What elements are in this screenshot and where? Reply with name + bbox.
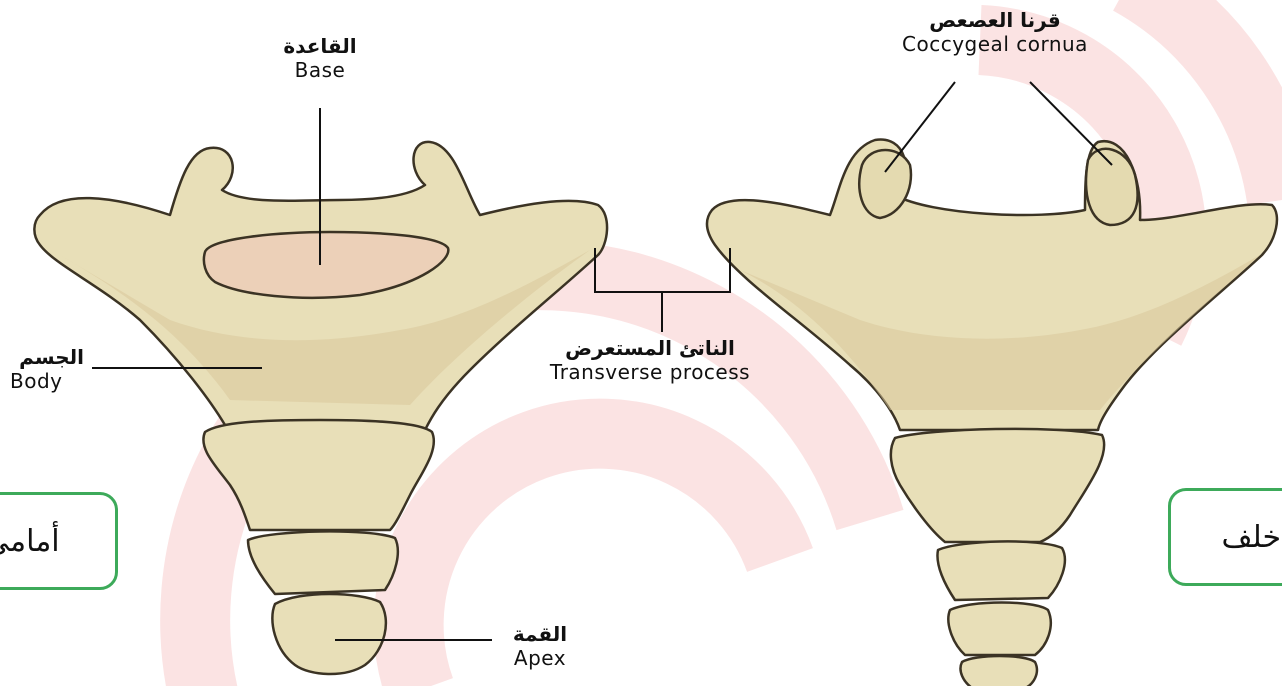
label-cornua-en: Coccygeal cornua (870, 32, 1120, 56)
label-base: القاعدة Base (250, 34, 390, 82)
posterior-segment-5 (961, 656, 1037, 686)
label-transverse-process: الناتئ المستعرض Transverse process (510, 336, 790, 384)
label-body-ar: الجسم (0, 345, 84, 369)
label-base-en: Base (250, 58, 390, 82)
anterior-segment-3 (248, 531, 398, 594)
label-body: الجسم Body (0, 345, 90, 393)
anterior-apex-segment (272, 594, 386, 674)
posterior-segment-4 (948, 603, 1050, 656)
posterior-segment-3 (937, 541, 1064, 600)
label-body-en: Body (0, 369, 90, 393)
cornua-leader-left (885, 82, 955, 172)
label-coccygeal-cornua: قرنا العصعص Coccygeal cornua (870, 8, 1120, 56)
posterior-segment-2 (891, 429, 1104, 542)
label-transverse-en: Transverse process (510, 360, 790, 384)
label-apex-en: Apex (490, 646, 590, 670)
view-tag-front-text: أمامي (0, 524, 60, 559)
view-tag-back-text: خلف (1221, 520, 1281, 555)
label-apex-ar: القمة (490, 622, 590, 646)
label-apex: القمة Apex (490, 622, 590, 670)
view-tag-front: أمامي (0, 492, 118, 590)
label-cornua-ar: قرنا العصعص (870, 8, 1120, 32)
label-base-ar: القاعدة (250, 34, 390, 58)
label-transverse-ar: الناتئ المستعرض (510, 336, 790, 360)
view-tag-back: خلف (1168, 488, 1282, 586)
